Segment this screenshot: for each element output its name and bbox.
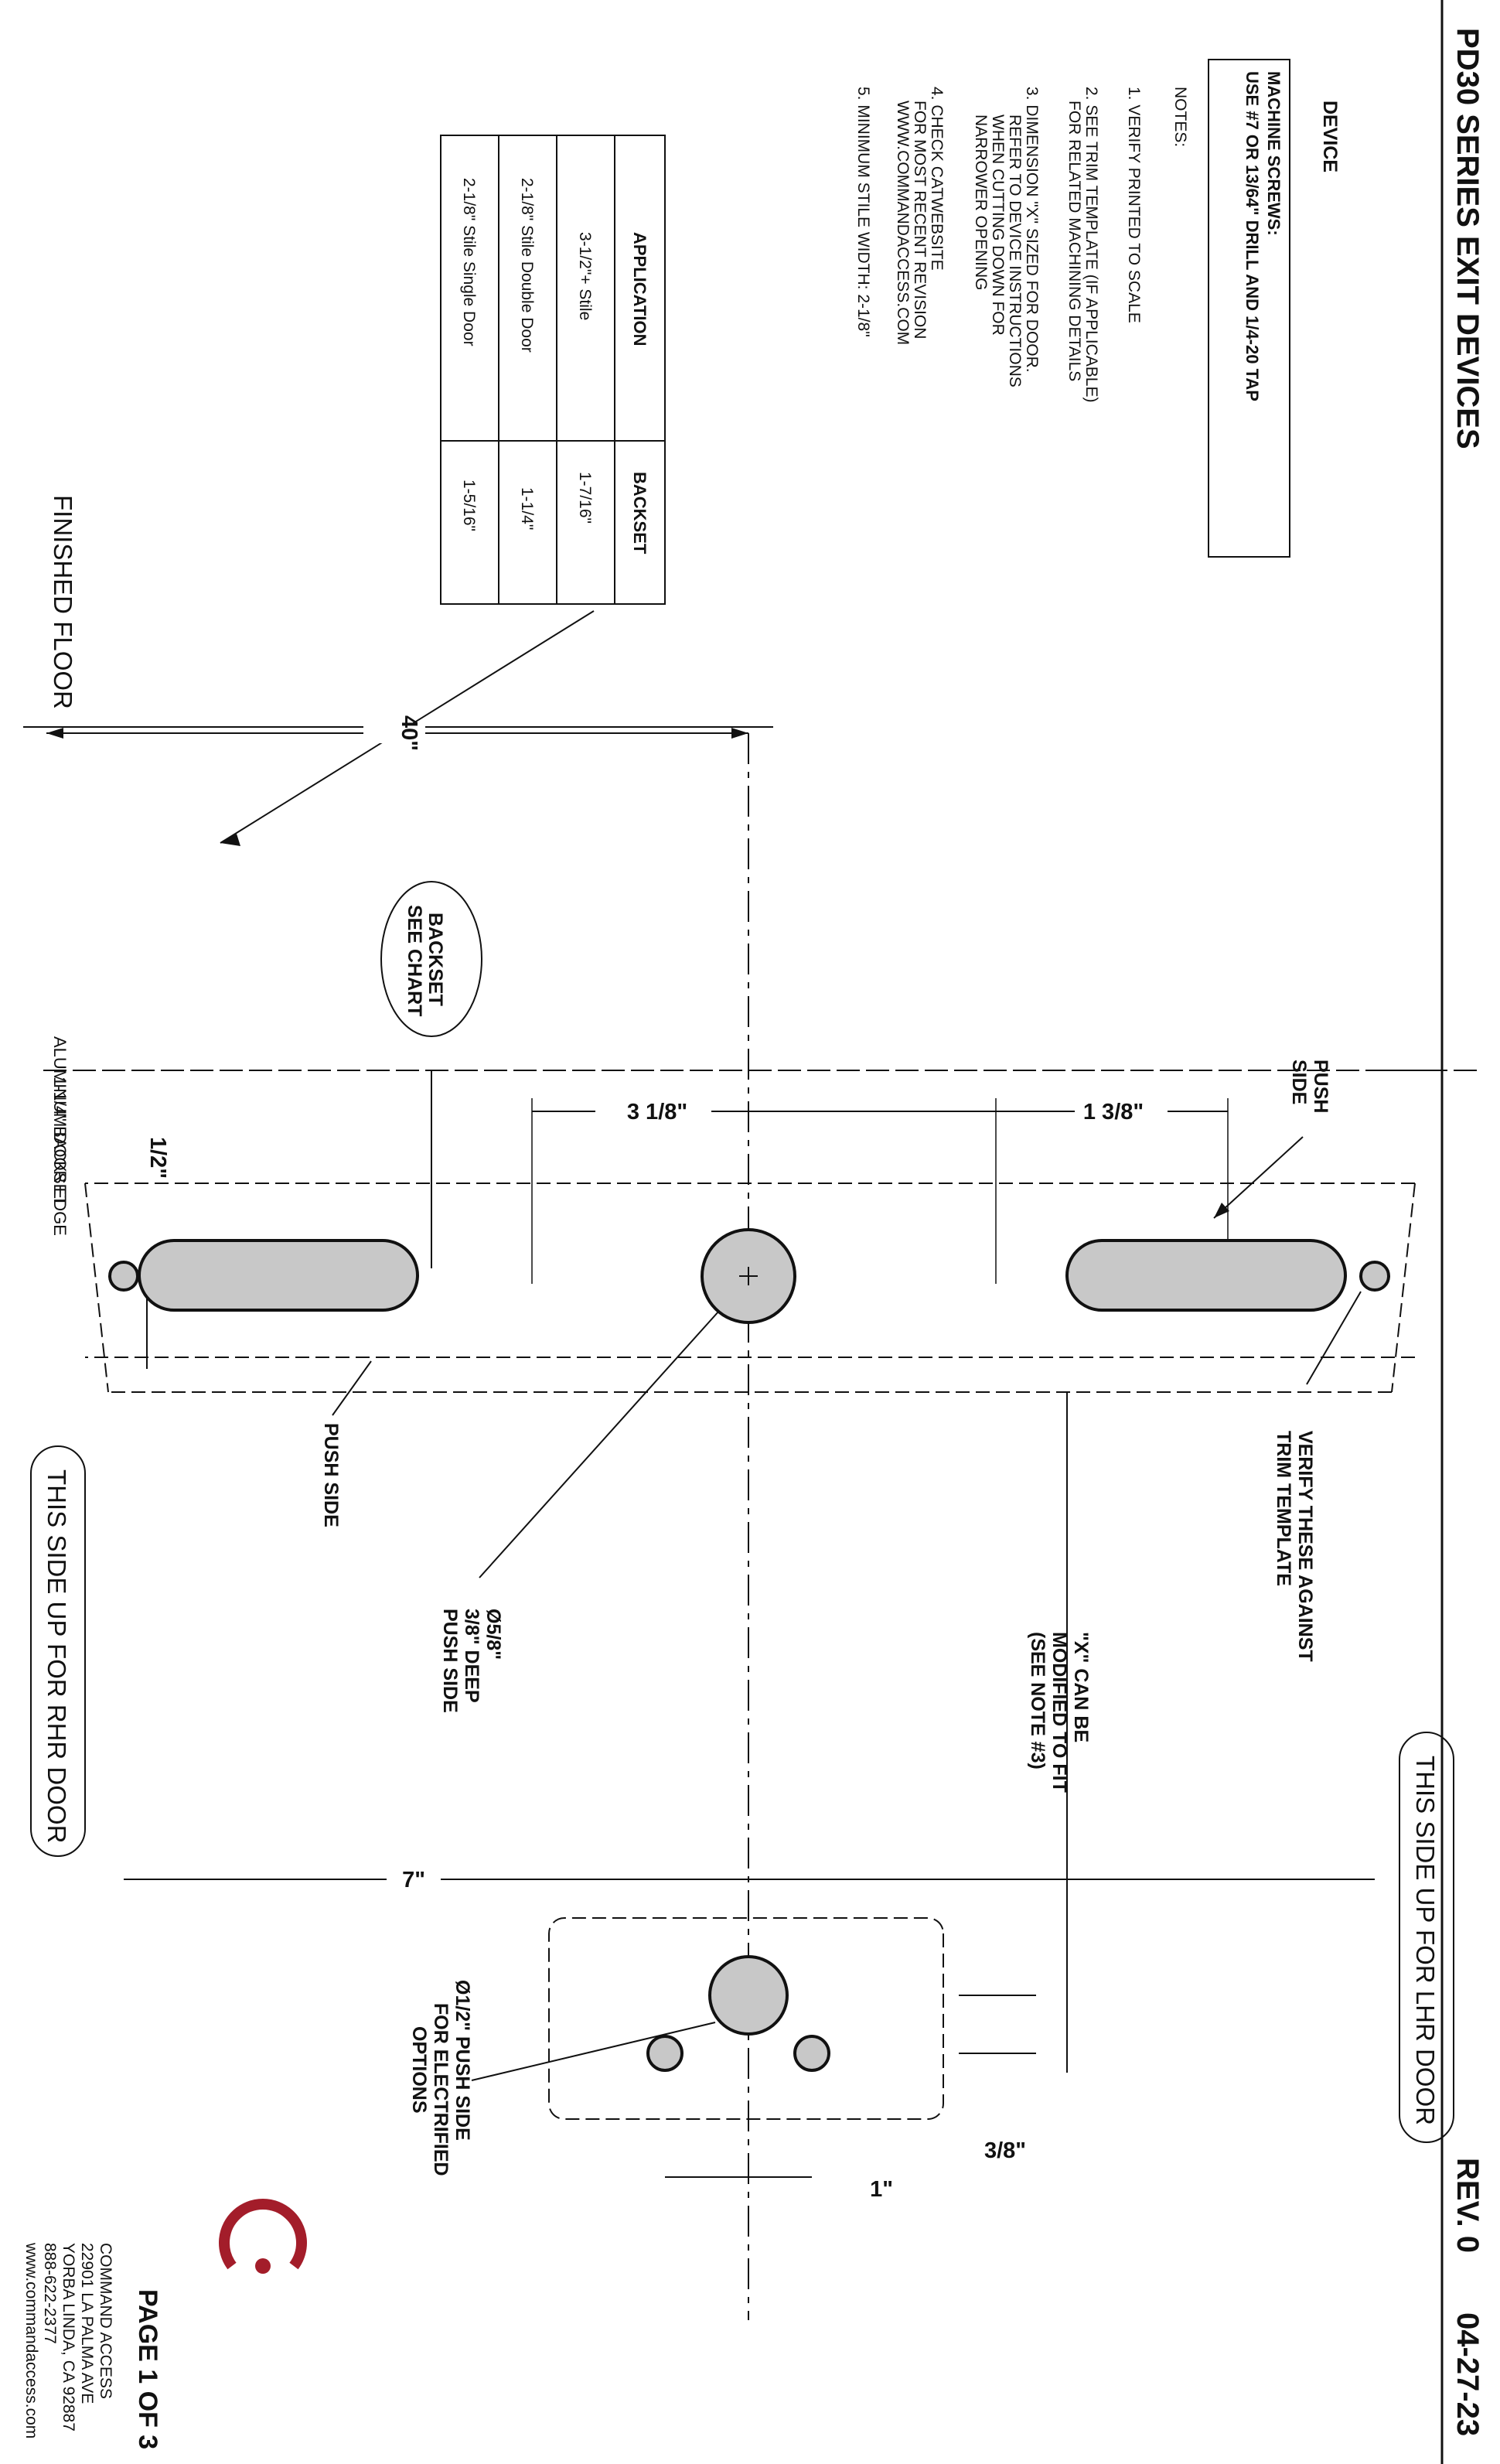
note-line: 5. MINIMUM STILE WIDTH: 2-1/8" — [854, 87, 872, 337]
notes-heading: NOTES: — [1171, 87, 1189, 147]
page-number: PAGE 1 OF 3 — [133, 2289, 162, 2449]
note-line: 3. DIMENSION "X" SIZED FOR DOOR. — [1023, 87, 1041, 373]
electrified-hole-1-2 — [708, 1955, 789, 2036]
rhr-label: THIS SIDE UP FOR RHR DOOR — [43, 1469, 71, 1843]
rhr-side-label-group: THIS SIDE UP FOR RHR DOOR — [30, 1445, 86, 1857]
logo-arc — [219, 2199, 307, 2270]
lhr-side-label-group: THIS SIDE UP FOR LHR DOOR — [1399, 1732, 1454, 2143]
table-cell: 1-5/16" — [460, 479, 478, 531]
phone: 888-622-2377 — [41, 2243, 59, 2344]
dim-1-2-label: 1/2" — [145, 1137, 170, 1179]
note-line: 2. SEE TRIM TEMPLATE (IF APPLICABLE) — [1082, 87, 1100, 402]
note-line: 4. CHECK CATWEBSITE — [928, 87, 946, 271]
device-heading: DEVICE — [1319, 101, 1341, 172]
backset-see-chart-ellipse — [380, 881, 482, 1037]
lhr-oval — [1399, 1732, 1454, 2143]
small-hole-top — [1359, 1261, 1390, 1292]
note-line: FOR MOST RECENT REVISION — [911, 101, 929, 339]
dim-1-label: 1" — [870, 2177, 893, 2202]
push-side-top-2: SIDE — [1288, 1060, 1310, 1104]
revision-label: REV. 0 — [1451, 2158, 1485, 2253]
dim-40-label: 40" — [397, 715, 421, 751]
dia-5-8-line-1: Ø5/8" — [482, 1609, 504, 1660]
dia-5-8-line-3: PUSH SIDE — [439, 1609, 461, 1713]
table-cell: 3-1/2"+ Stile — [576, 232, 594, 320]
table-cell: 1-1/4" — [518, 487, 536, 530]
backset-1-1-4-label: 1-1/4" BACKSET — [50, 1077, 70, 1206]
device-line-1: MACHINE SCREWS: — [1264, 71, 1284, 236]
dim-3-1-8-label: 3 1/8" — [627, 1100, 687, 1124]
rhr-oval — [30, 1445, 86, 1857]
command-access-logo — [219, 2199, 307, 2274]
note-line: NARROWER OPENING — [972, 114, 990, 291]
note-line: 1. VERIFY PRINTED TO SCALE — [1125, 87, 1143, 323]
verify-line-1: VERIFY THESE AGAINST — [1294, 1431, 1316, 1662]
mounting-slot-bottom — [138, 1239, 419, 1312]
device-body-outline — [84, 1183, 1416, 1393]
dia-1-2-line-3: OPTIONS — [408, 2026, 430, 2114]
dia-1-2-line-2: FOR ELECTRIFIED — [430, 2003, 452, 2176]
push-side-label: PUSH SIDE — [320, 1423, 342, 1527]
small-hole-bottom — [108, 1261, 139, 1292]
dim-3-8-label: 3/8" — [984, 2138, 1026, 2163]
note-line: FOR RELATED MACHINING DETAILS — [1065, 101, 1083, 381]
device-box — [1208, 59, 1290, 558]
finished-floor-label: FINISHED FLOOR — [49, 495, 77, 709]
dia-1-2-line-1: Ø1/2" PUSH SIDE — [452, 1980, 473, 2141]
revision-date: 04-27-23 — [1451, 2312, 1485, 2436]
table-cell: 2-1/8" Stile Double Door — [518, 178, 536, 353]
notes-block: NOTES: 1. VERIFY PRINTED TO SCALE 2. SEE… — [854, 87, 1189, 402]
note-line: WHEN CUTTING DOWN FOR — [989, 114, 1007, 336]
aluminum-door-edge-label: ALUMINUM DOOR EDGE — [50, 1036, 70, 1236]
address-line-2: YORBA LINDA, CA 92887 — [60, 2243, 77, 2432]
address-line-1: 22901 LA PALMA AVE — [78, 2243, 96, 2404]
push-side-top-1: PUSH — [1310, 1060, 1331, 1113]
x-line-1: "X" CAN BE — [1070, 1632, 1092, 1742]
note-line: WWW.COMMANDACCESS.COM — [894, 101, 912, 345]
backset-text: BACKSET — [424, 913, 446, 1006]
note-line: REFER TO DEVICE INSTRUCTIONS — [1006, 114, 1024, 387]
dim-1-3-8-label: 1 3/8" — [1083, 1100, 1144, 1124]
device-line-2: USE #7 OR 13/64" DRILL AND 1/4-20 TAP — [1243, 71, 1262, 401]
verify-line-2: TRIM TEMPLATE — [1273, 1431, 1294, 1586]
table-header-application: APPLICATION — [630, 232, 649, 346]
x-line-3: (SEE NOTE #3) — [1027, 1632, 1048, 1770]
table-header-backset: BACKSET — [630, 472, 649, 555]
table-border — [440, 135, 666, 605]
see-chart-text: SEE CHART — [404, 905, 425, 1016]
dim-7-label: 7" — [402, 1868, 425, 1892]
table-cell: 1-7/16" — [576, 472, 594, 524]
electrified-box — [548, 1917, 944, 2120]
lhr-label: THIS SIDE UP FOR LHR DOOR — [1411, 1756, 1440, 2125]
mounting-slot-top — [1065, 1239, 1347, 1312]
table-cell: 2-1/8" Stile Single Door — [460, 178, 478, 346]
company-name: COMMAND ACCESS — [97, 2243, 114, 2399]
dia-5-8-line-2: 3/8" DEEP — [461, 1609, 482, 1703]
backset-table: APPLICATION BACKSET 3-1/2"+ Stile 1-7/16… — [440, 135, 666, 605]
drawing-title: PD30 SERIES EXIT DEVICES — [1451, 28, 1485, 449]
website: www.commandaccess.com — [22, 2242, 40, 2438]
